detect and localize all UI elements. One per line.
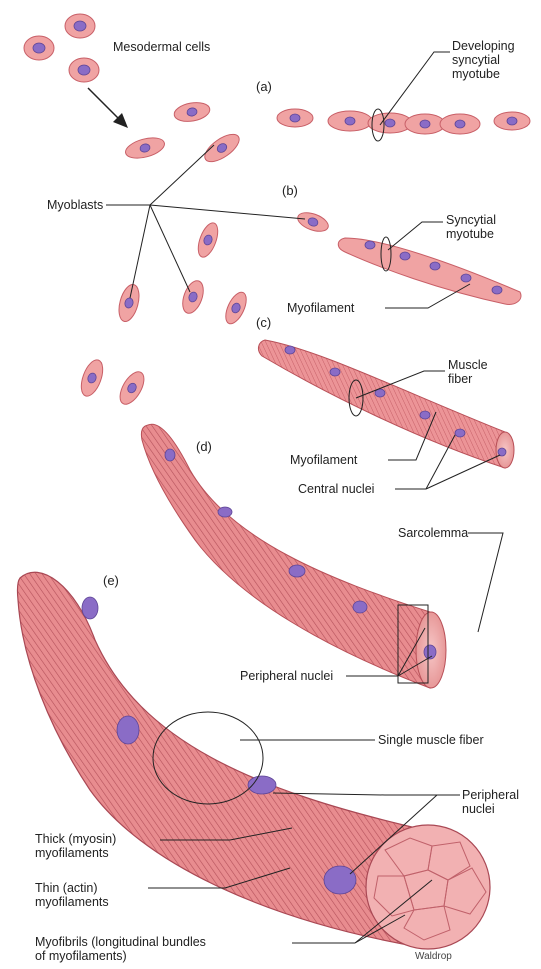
label-stage-c: (c)	[256, 316, 271, 330]
mesodermal-cells	[24, 14, 99, 82]
label-mesodermal-cells: Mesodermal cells	[113, 40, 210, 54]
label-stage-d: (d)	[196, 440, 212, 454]
label-sarcolemma: Sarcolemma	[398, 526, 468, 540]
arrow-icon	[88, 88, 128, 128]
label-myofilament-c: Myofilament	[290, 453, 357, 467]
label-myofilament-b: Myofilament	[287, 301, 354, 315]
label-peripheral-nuclei-e: Peripheral nuclei	[462, 788, 519, 816]
label-syncytial-myotube: Syncytial myotube	[446, 213, 496, 241]
label-stage-e: (e)	[103, 574, 119, 588]
label-myoblasts: Myoblasts	[47, 198, 103, 212]
label-central-nuclei: Central nuclei	[298, 482, 374, 496]
developing-myotube	[277, 109, 530, 134]
label-developing-myotube: Developing syncytial myotube	[452, 39, 515, 81]
label-stage-b: (b)	[282, 184, 298, 198]
label-myofibrils: Myofibrils (longitudinal bundles of myof…	[35, 935, 206, 963]
label-peripheral-nuclei-d: Peripheral nuclei	[240, 669, 333, 683]
label-stage-a: (a)	[256, 80, 272, 94]
label-single-muscle-fiber: Single muscle fiber	[378, 733, 484, 747]
label-muscle-fiber: Muscle fiber	[448, 358, 488, 386]
label-thick-myofilaments: Thick (myosin) myofilaments	[35, 832, 116, 860]
syncytial-myotube	[338, 238, 521, 304]
label-credit: Waldrop	[415, 950, 452, 964]
label-thin-myofilaments: Thin (actin) myofilaments	[35, 881, 109, 909]
